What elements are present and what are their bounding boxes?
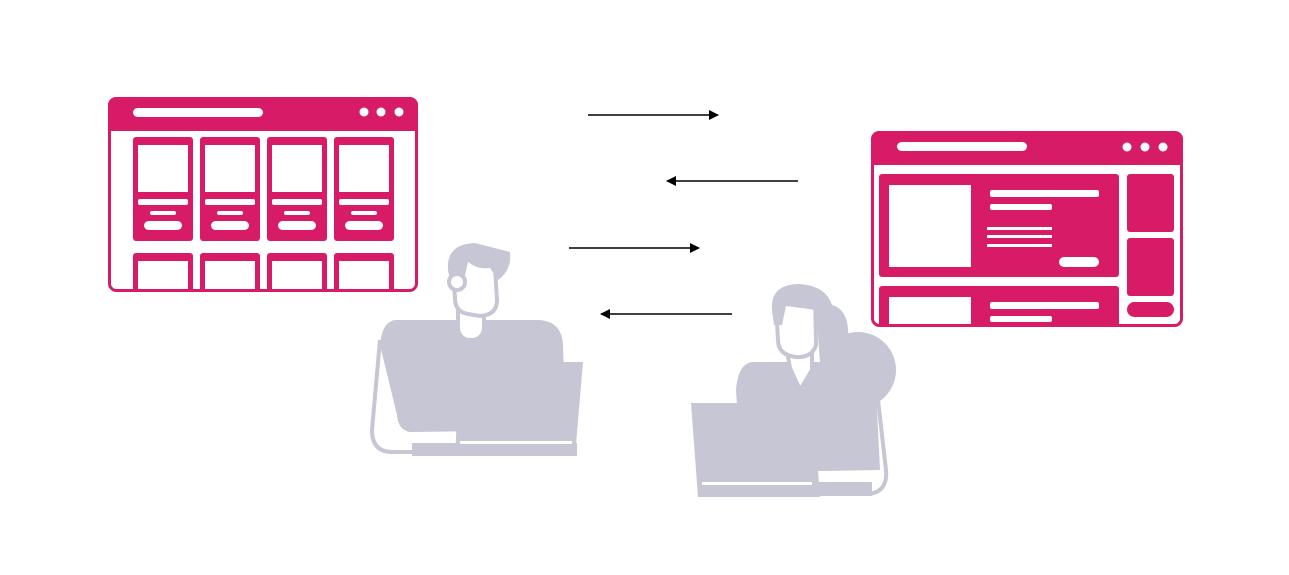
window-dot-icon [376, 107, 386, 117]
side-button [1127, 302, 1174, 317]
product-button-placeholder [345, 221, 383, 230]
side-card [1127, 238, 1174, 296]
window-dot-icon [1140, 142, 1150, 152]
button-placeholder [1059, 257, 1099, 267]
man-laptop [455, 362, 583, 456]
product-button-placeholder [278, 221, 316, 230]
product-title-line [138, 199, 188, 205]
product-image-placeholder [339, 261, 389, 292]
product-title-line [205, 199, 255, 205]
window-dot-icon [1122, 142, 1132, 152]
product-image-placeholder [138, 261, 188, 292]
detail-card [879, 286, 1119, 327]
image-placeholder [889, 185, 971, 267]
product-image-placeholder [205, 145, 255, 192]
product-title-line [272, 199, 322, 205]
detail-card [879, 174, 1119, 277]
product-button-placeholder [211, 221, 249, 230]
window-dot-icon [1158, 142, 1168, 152]
window-dot-icon [394, 107, 404, 117]
woman-with-laptop [691, 284, 896, 497]
product-image-placeholder [272, 145, 322, 192]
woman-hair [771, 284, 849, 362]
product-image-placeholder [205, 261, 255, 292]
product-image-placeholder [272, 261, 322, 292]
product-button-placeholder [144, 221, 182, 230]
product-image-placeholder [138, 145, 188, 192]
product-title-line [339, 199, 389, 205]
product-grid-window [108, 97, 418, 292]
woman-laptop [691, 403, 820, 497]
address-bar [133, 108, 263, 117]
man-arm [369, 339, 425, 454]
window-dot-icon [359, 107, 369, 117]
product-detail-window [871, 131, 1183, 327]
product-price-line [217, 211, 243, 215]
address-bar [897, 142, 1027, 151]
product-image-placeholder [339, 145, 389, 192]
product-price-line [351, 211, 377, 215]
product-price-line [150, 211, 176, 215]
side-card [1127, 174, 1174, 232]
product-price-line [284, 211, 310, 215]
man-with-laptop [369, 243, 583, 456]
